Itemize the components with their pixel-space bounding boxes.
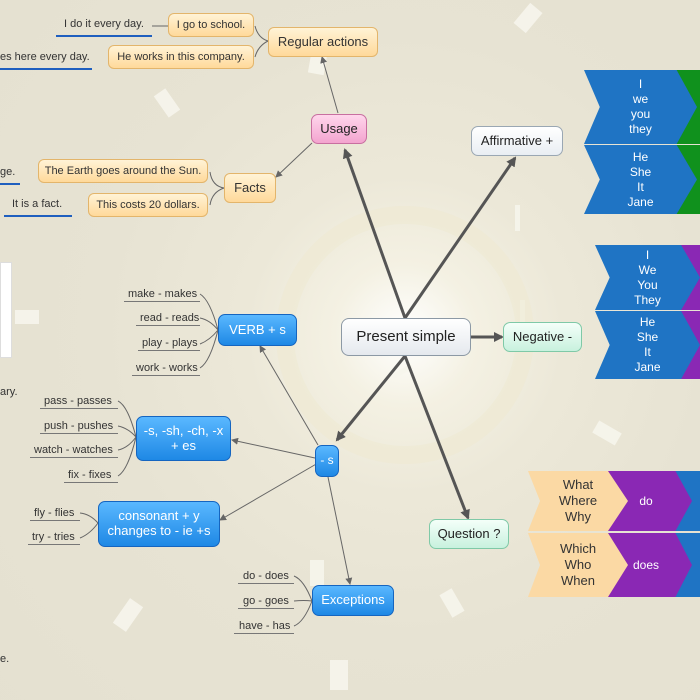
exceptions-example: do - does	[243, 570, 289, 582]
consonant-y-label-1: consonant + y	[118, 508, 200, 524]
sh-ch-x-node[interactable]: -s, -sh, -ch, -x + es	[136, 416, 231, 461]
example-underline	[124, 301, 200, 302]
regular-actions-node[interactable]: Regular actions	[268, 27, 378, 57]
example-underline	[64, 482, 118, 483]
central-topic[interactable]: Present simple	[341, 318, 471, 356]
consonant-y-example: fly - flies	[34, 507, 75, 519]
pronoun: you	[630, 107, 651, 121]
example-underline	[238, 608, 294, 609]
verb-s-example: make - makes	[128, 288, 198, 300]
edge-text-1: ary.	[0, 386, 18, 398]
exceptions-example: go - goes	[243, 595, 289, 607]
question-word: Why	[565, 509, 591, 525]
question-word: Who	[564, 556, 592, 572]
cropped-image-panel	[0, 262, 12, 358]
exceptions-node[interactable]: Exceptions	[312, 585, 394, 616]
negative-pronouns-1[interactable]: I We You They	[595, 245, 700, 310]
negative-node[interactable]: Negative -	[503, 322, 582, 352]
underline	[0, 183, 20, 185]
underline	[4, 215, 72, 217]
pronoun: They	[634, 292, 661, 307]
verb-s-example: play - plays	[142, 337, 198, 349]
regular-actions-example-2[interactable]: He works in this company.	[108, 45, 254, 69]
question-node[interactable]: Question ?	[429, 519, 509, 549]
pronoun: He	[639, 315, 656, 329]
regular-actions-note-1: I do it every day.	[64, 18, 144, 30]
verb-s-node[interactable]: VERB + s	[218, 314, 297, 346]
verb-s-example: read - reads	[140, 312, 200, 324]
sh-ch-x-example: pass - passes	[44, 395, 112, 407]
sh-ch-x-label-2: + es	[171, 437, 196, 453]
question-aux-do[interactable]: do	[600, 471, 692, 531]
consonant-y-label-2: changes to - ie +s	[107, 523, 211, 538]
facts-note-1: ge.	[0, 166, 16, 178]
pronoun: we	[632, 92, 649, 106]
pronoun: It	[637, 179, 644, 194]
question-words-2[interactable]: Which Who When	[528, 533, 628, 597]
pronoun: He	[632, 149, 649, 164]
facts-node[interactable]: Facts	[224, 173, 276, 203]
s-node[interactable]: - s	[315, 445, 339, 477]
sh-ch-x-label-1: -s, -sh, -ch, -x	[143, 422, 224, 438]
arrow-to-usage	[342, 148, 407, 319]
affirmative-pronouns-2[interactable]: He She It Jane	[584, 145, 697, 214]
pronoun: She	[629, 164, 652, 179]
example-underline	[136, 325, 200, 326]
facts-example-2[interactable]: This costs 20 dollars.	[88, 193, 208, 217]
example-underline	[30, 520, 80, 521]
affirmative-pronouns-1[interactable]: I we you they	[584, 70, 697, 144]
sh-ch-x-example: watch - watches	[34, 444, 113, 456]
consonant-y-node[interactable]: consonant + y changes to - ie +s	[98, 501, 220, 547]
sh-ch-x-example: push - pushes	[44, 420, 114, 432]
pronoun: I	[638, 77, 643, 91]
pronoun: Jane	[627, 194, 654, 209]
example-underline	[238, 583, 294, 584]
example-underline	[40, 433, 118, 434]
pronoun: Jane	[634, 360, 661, 374]
example-underline	[138, 350, 200, 351]
regular-actions-note-2: es here every day.	[0, 51, 90, 63]
example-underline	[40, 408, 118, 409]
question-word: When	[561, 573, 595, 589]
affirmative-node[interactable]: Affirmative +	[471, 126, 563, 156]
question-word: Where	[558, 492, 598, 508]
question-words-1[interactable]: What Where Why	[528, 471, 628, 531]
underline	[56, 35, 152, 37]
arrow-to-question	[403, 355, 470, 520]
pronoun: You	[637, 277, 658, 292]
example-underline	[28, 544, 80, 545]
example-underline	[30, 457, 118, 458]
pronoun: they	[629, 122, 652, 136]
facts-note-2: It is a fact.	[12, 198, 63, 210]
consonant-y-example: try - tries	[32, 531, 75, 543]
pronoun: She	[636, 330, 659, 344]
exceptions-example: have - has	[239, 620, 291, 632]
pronoun: It	[644, 345, 651, 359]
pronoun: I	[645, 247, 650, 262]
arrow-to-affirmative	[403, 156, 517, 319]
arrow-to-s	[335, 355, 407, 442]
question-word: Which	[559, 540, 597, 556]
question-word: What	[562, 476, 594, 492]
regular-actions-example-1[interactable]: I go to school.	[168, 13, 254, 37]
verb-s-example: work - works	[136, 362, 198, 374]
edge-text-2: e.	[0, 653, 10, 665]
underline	[0, 68, 92, 70]
pronoun: We	[638, 262, 657, 277]
negative-pronouns-2[interactable]: He She It Jane	[595, 311, 700, 379]
usage-node[interactable]: Usage	[311, 114, 367, 144]
example-underline	[132, 375, 200, 376]
facts-example-1[interactable]: The Earth goes around the Sun.	[38, 159, 208, 183]
sh-ch-x-example: fix - fixes	[68, 469, 112, 481]
example-underline	[234, 633, 294, 634]
